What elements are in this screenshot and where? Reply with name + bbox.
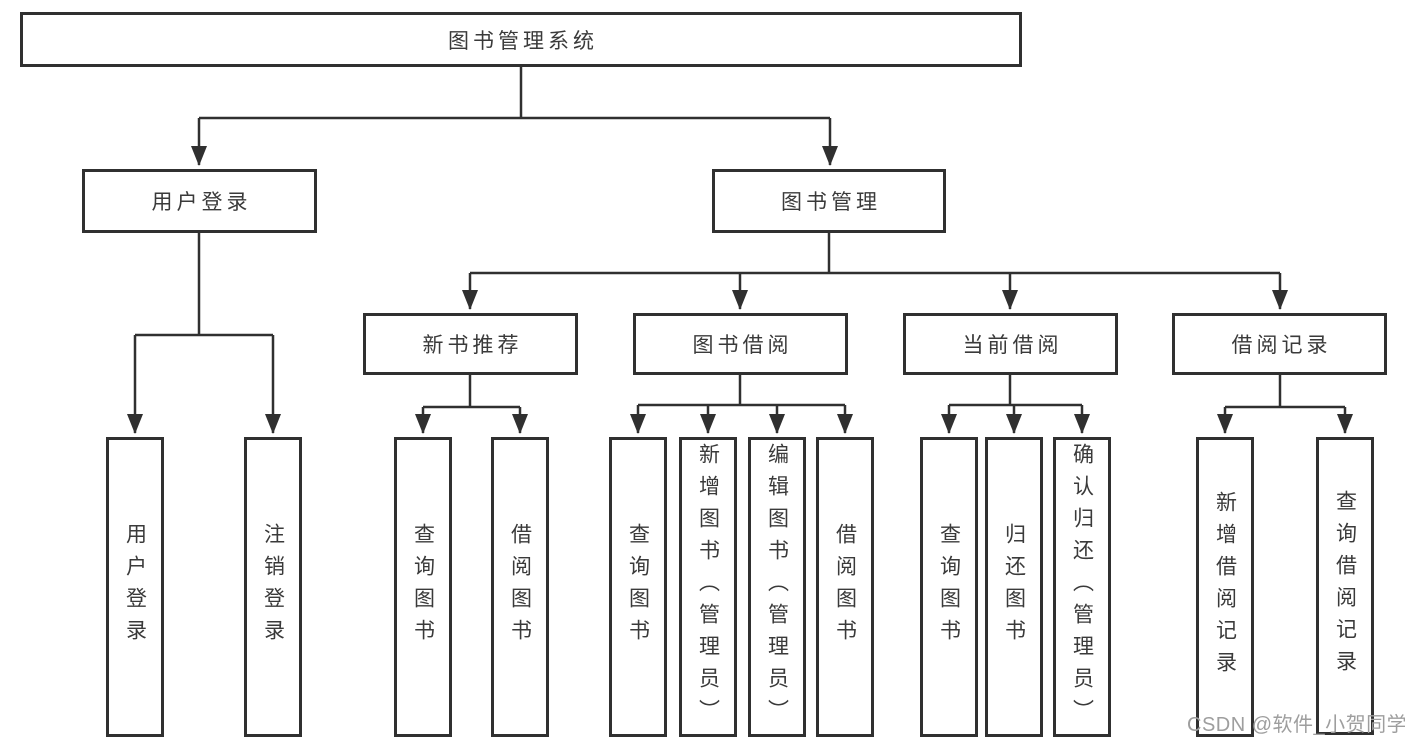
node-label: 归还图书 (1002, 523, 1026, 651)
node-label: 新书推荐 (422, 334, 523, 357)
leaf-current-return-books: 归还图书 (985, 437, 1043, 737)
node-new-book-recommend: 新书推荐 (363, 313, 578, 375)
node-label: 确认归还（管理员） (1070, 443, 1094, 731)
node-label: 用户登录 (123, 523, 147, 651)
node-user-login: 用户登录 (82, 169, 317, 233)
node-label: 借阅图书 (508, 523, 532, 651)
leaf-current-query-books: 查询图书 (920, 437, 978, 737)
csdn-watermark: CSDN @软件_小贺同学 (1187, 714, 1405, 736)
leaf-logout: 注销登录 (244, 437, 302, 737)
node-label: 当前借阅 (962, 334, 1063, 357)
leaf-records-query-record: 查询借阅记录 (1316, 437, 1374, 735)
leaf-borrowing-edit-books-admin: 编辑图书（管理员） (748, 437, 806, 737)
node-label: 用户登录 (151, 191, 252, 214)
node-label: 查询图书 (626, 523, 650, 651)
node-label: 查询借阅记录 (1333, 490, 1357, 682)
node-label: 查询图书 (937, 523, 961, 651)
node-label: 图书管理 (781, 191, 881, 214)
leaf-user-login: 用户登录 (106, 437, 164, 737)
node-current-borrowing: 当前借阅 (903, 313, 1118, 375)
node-root-system: 图书管理系统 (20, 12, 1022, 67)
node-label: 借阅记录 (1231, 334, 1332, 357)
node-label: 借阅图书 (833, 523, 857, 651)
node-label: 图书管理系统 (448, 29, 598, 53)
connector-wires (127, 67, 1353, 434)
node-label: 新增借阅记录 (1213, 491, 1237, 683)
node-borrowing-records: 借阅记录 (1172, 313, 1387, 375)
node-label: 查询图书 (411, 523, 435, 651)
node-book-management: 图书管理 (712, 169, 946, 233)
leaf-current-confirm-return-admin: 确认归还（管理员） (1053, 437, 1111, 737)
leaf-recommend-borrow-books: 借阅图书 (491, 437, 549, 737)
leaf-borrowing-query-books: 查询图书 (609, 437, 667, 737)
node-book-borrowing: 图书借阅 (633, 313, 848, 375)
leaf-borrowing-add-books-admin: 新增图书（管理员） (679, 437, 737, 737)
node-label: 注销登录 (261, 523, 285, 651)
node-label: 编辑图书（管理员） (765, 443, 789, 731)
node-label: 图书借阅 (692, 334, 793, 357)
leaf-records-add-record: 新增借阅记录 (1196, 437, 1254, 737)
leaf-recommend-query-books: 查询图书 (394, 437, 452, 737)
node-label: 新增图书（管理员） (696, 443, 720, 731)
leaf-borrowing-borrow-books: 借阅图书 (816, 437, 874, 737)
